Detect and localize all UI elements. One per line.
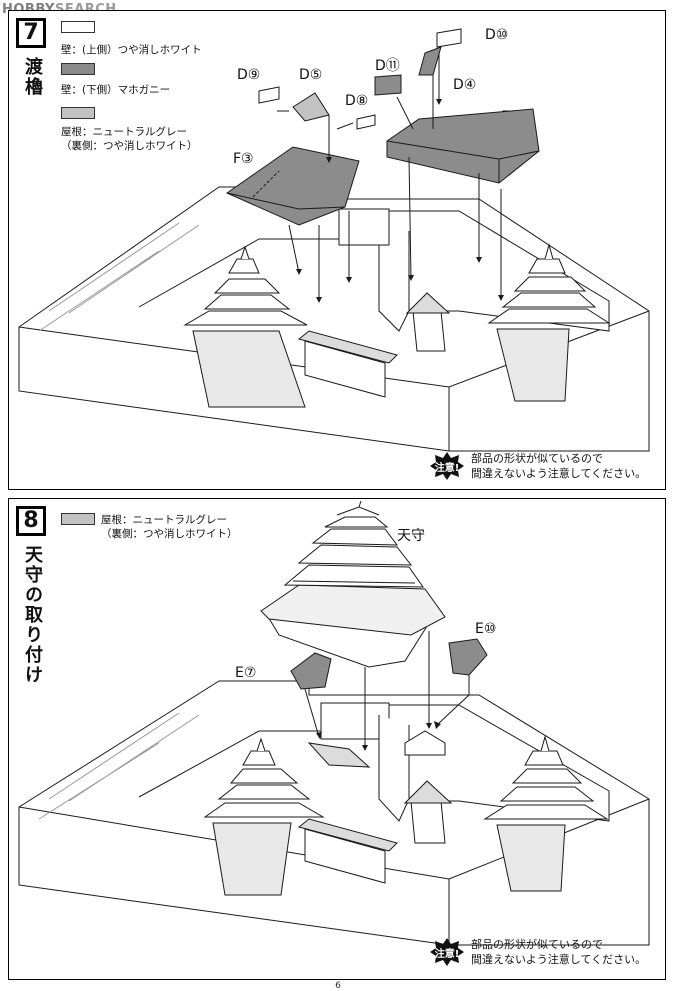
caution-line: 間違えないよう注意してください。	[471, 953, 647, 966]
part-label-d9: D⑨	[237, 67, 261, 83]
legend-text: 壁：(下側）マホガニー	[61, 84, 171, 96]
legend-text: 壁：(上側）つや消しホワイト	[61, 44, 202, 56]
legend-swatch-white	[61, 21, 95, 33]
legend-text-sub: （裏側：つや消しホワイト）	[101, 528, 238, 540]
caution-burst-icon	[430, 452, 464, 480]
page-number: 6	[335, 981, 341, 991]
part-label-d5: D⑤	[299, 67, 323, 83]
assembly-diagram-step7	[18, 28, 650, 452]
caution-line: 間違えないよう注意してください。	[471, 467, 647, 480]
legend-swatch-gray	[61, 513, 95, 525]
part-label-tenshu: 天守	[397, 528, 425, 544]
part-label-d8: D⑧	[345, 93, 369, 109]
legend-swatch-gray	[61, 107, 95, 119]
step-7-panel: 7 渡櫓 壁：(上側）つや消しホワイト 壁：(下側）マホガニー 屋根：ニュートラ…	[8, 10, 666, 490]
step-number: 7	[16, 18, 46, 48]
caution-line: 部品の形状が似ているので	[471, 452, 603, 465]
step-title: 渡櫓	[22, 57, 43, 97]
part-label-d4: D④	[453, 77, 477, 93]
caution-badge-label: 注意!	[434, 949, 460, 960]
legend-text: 屋根：ニュートラルグレー	[61, 126, 187, 138]
part-label-e7: E⑦	[235, 665, 257, 681]
caution-text: 部品の形状が似ているので 間違えないよう注意してください。	[471, 451, 646, 481]
part-label-e10: E⑩	[475, 621, 497, 637]
caution-line: 部品の形状が似ているので	[471, 938, 603, 951]
legend-text: 屋根：ニュートラルグレー	[101, 514, 227, 526]
step-8-panel: 8 天守の取り付け 屋根：ニュートラルグレー （裏側：つや消しホワイト） 天守 …	[8, 498, 666, 980]
caution-note: 注意! 部品の形状が似ているので 間違えないよう注意してください。	[429, 937, 646, 967]
step-title: 天守の取り付け	[22, 545, 43, 685]
caution-text: 部品の形状が似ているので 間違えないよう注意してください。	[471, 937, 646, 967]
caution-badge: 注意!	[429, 451, 465, 481]
part-label-d11: D⑪	[375, 58, 400, 74]
legend-swatch-mahogany	[61, 63, 95, 75]
legend-text-sub: （裏側：つや消しホワイト）	[61, 140, 198, 152]
caution-burst-icon	[430, 938, 464, 966]
part-label-d10: D⑩	[485, 27, 509, 43]
caution-note: 注意! 部品の形状が似ているので 間違えないよう注意してください。	[429, 451, 646, 481]
caution-badge-label: 注意!	[434, 463, 460, 474]
assembly-diagram-step8	[18, 500, 650, 946]
step-number: 8	[16, 506, 46, 536]
caution-badge: 注意!	[429, 937, 465, 967]
part-label-f3: F③	[233, 151, 254, 167]
